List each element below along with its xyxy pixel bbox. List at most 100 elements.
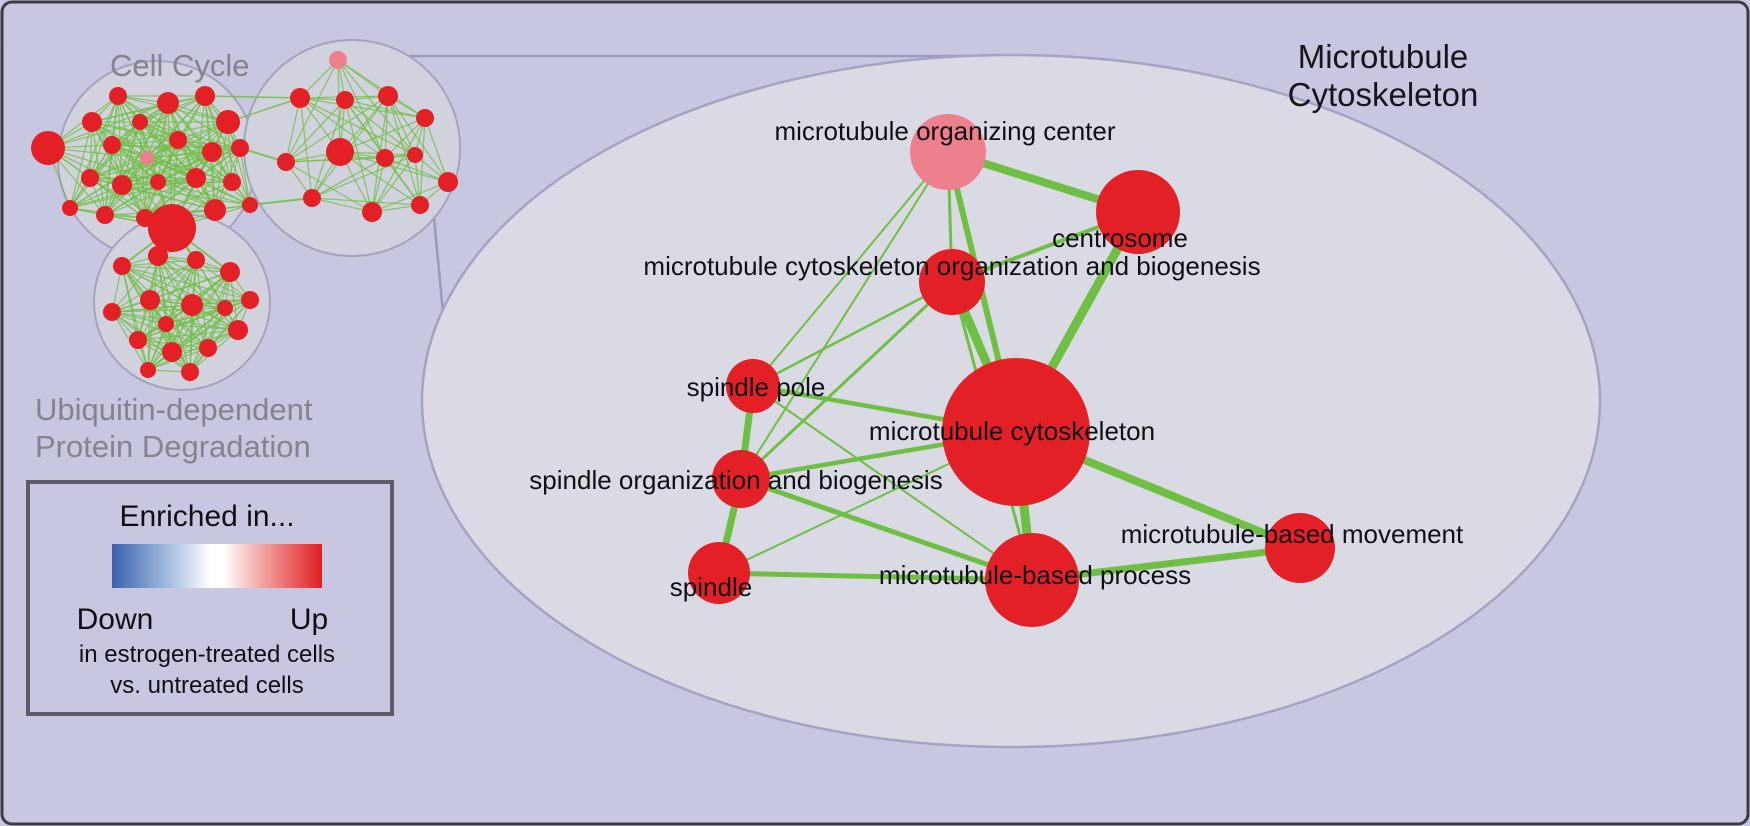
mini-edge xyxy=(111,121,229,146)
mini-node-microtubule[interactable] xyxy=(362,202,382,222)
mini-node-ubiquitin[interactable] xyxy=(129,331,147,349)
mini-node-ubiquitin[interactable] xyxy=(217,300,233,316)
node-centrosome[interactable] xyxy=(1096,170,1180,254)
mini-node-microtubule[interactable] xyxy=(438,172,458,192)
mini-edge xyxy=(177,139,233,183)
mini-node-microtubule[interactable] xyxy=(336,91,354,109)
mini-node-microtubule[interactable] xyxy=(326,138,354,166)
mini-edge xyxy=(344,99,373,213)
mini-node-cell_cycle[interactable] xyxy=(103,136,121,154)
mini-node-ubiquitin[interactable] xyxy=(228,320,248,340)
node-spindle[interactable] xyxy=(688,542,750,604)
mini-edge xyxy=(121,265,226,309)
mini-edge xyxy=(167,102,241,149)
mini-node-ubiquitin[interactable] xyxy=(187,251,205,269)
mini-edge xyxy=(89,139,179,179)
mini-node-cell_cycle[interactable] xyxy=(132,114,148,130)
node-mcob[interactable] xyxy=(919,249,985,315)
mini-node-cell_cycle[interactable] xyxy=(112,175,132,195)
mini-node-microtubule[interactable] xyxy=(277,153,295,171)
mini-edge xyxy=(89,177,146,219)
mini-edge xyxy=(111,144,213,153)
node-moc[interactable] xyxy=(910,114,986,190)
mini-node-cell_cycle[interactable] xyxy=(96,206,114,224)
mini-edge xyxy=(384,95,389,159)
mini-edge xyxy=(311,197,373,213)
mini-edge xyxy=(339,117,426,153)
mini-edge xyxy=(69,95,119,209)
mini-edge xyxy=(204,95,251,206)
mini-node-microtubule[interactable] xyxy=(376,149,394,167)
mini-node-microtubule[interactable] xyxy=(378,86,398,106)
node-mb_movement[interactable] xyxy=(1265,513,1335,583)
mini-node-ubiquitin[interactable] xyxy=(241,291,259,309)
mini-node-cell_cycle[interactable] xyxy=(82,112,102,132)
mini-node-cell_cycle[interactable] xyxy=(223,173,241,191)
mini-edge xyxy=(147,323,167,371)
mini-node-cell_cycle[interactable] xyxy=(169,131,187,149)
mini-edge xyxy=(311,157,386,199)
mini-node-cell_cycle[interactable] xyxy=(140,151,154,165)
mini-node-cell_cycle[interactable] xyxy=(216,110,240,134)
mini-node-ubiquitin[interactable] xyxy=(220,262,240,282)
mini-edge xyxy=(121,151,213,186)
edge-spindle_pole-mb_process xyxy=(752,385,1033,581)
mini-edge xyxy=(339,151,449,183)
mini-edge xyxy=(285,59,339,163)
node-spindle_pole[interactable] xyxy=(726,359,780,413)
mini-node-cell_cycle[interactable] xyxy=(62,200,78,216)
mini-node-microtubule[interactable] xyxy=(416,109,434,127)
mini-node-cell_cycle[interactable] xyxy=(204,199,226,221)
mini-node-microtubule[interactable] xyxy=(329,51,347,69)
mini-edge xyxy=(89,157,148,179)
node-spindle_org[interactable] xyxy=(712,450,770,508)
mini-node-ubiquitin[interactable] xyxy=(181,363,199,381)
mini-edge xyxy=(147,255,159,371)
mini-node-ubiquitin[interactable] xyxy=(162,342,182,362)
mini-node-cell_cycle[interactable] xyxy=(195,86,215,106)
mini-node-ubiquitin[interactable] xyxy=(103,303,121,321)
edge-moc-spindle_pole xyxy=(752,151,949,387)
mini-edge xyxy=(121,121,229,186)
edge-spindle_org-mb_process xyxy=(738,476,1035,583)
mini-node-microtubule[interactable] xyxy=(290,88,310,108)
mini-node-cell_cycle[interactable] xyxy=(157,92,179,114)
mini-node-cell_cycle[interactable] xyxy=(148,204,196,252)
node-mb_process[interactable] xyxy=(985,533,1079,627)
mini-node-ubiquitin[interactable] xyxy=(199,339,217,357)
mini-node-microtubule[interactable] xyxy=(407,147,423,163)
mini-edge xyxy=(371,117,426,213)
mini-node-cell_cycle[interactable] xyxy=(242,197,258,213)
mini-node-cell_cycle[interactable] xyxy=(31,131,65,165)
legend: Enriched in... Down Up in estrogen-treat… xyxy=(26,480,394,716)
mini-node-microtubule[interactable] xyxy=(303,189,321,207)
mini-node-cell_cycle[interactable] xyxy=(81,169,99,187)
mini-edge xyxy=(344,99,426,119)
mini-edge xyxy=(104,181,159,216)
mini-node-cell_cycle[interactable] xyxy=(231,139,249,157)
mini-node-microtubule[interactable] xyxy=(411,196,429,214)
mini-node-ubiquitin[interactable] xyxy=(148,246,168,266)
legend-caption-line2: vs. untreated cells xyxy=(110,672,303,699)
mini-edge xyxy=(157,255,251,301)
mini-node-cell_cycle[interactable] xyxy=(186,168,206,188)
main-network-labels: microtubule organizing centercentrosomem… xyxy=(529,116,1464,602)
mini-edge xyxy=(147,304,193,371)
node-mc[interactable] xyxy=(942,358,1090,506)
mini-edge xyxy=(89,151,213,179)
mini-node-ubiquitin[interactable] xyxy=(158,316,174,332)
mini-node-cell_cycle[interactable] xyxy=(109,87,127,105)
legend-box xyxy=(26,480,394,716)
mini-node-ubiquitin[interactable] xyxy=(113,257,131,275)
mini-node-ubiquitin[interactable] xyxy=(181,294,203,316)
mini-edge xyxy=(111,139,179,146)
node-label-centrosome: centrosome xyxy=(1052,223,1188,253)
mini-edge xyxy=(311,154,416,199)
mini-node-ubiquitin[interactable] xyxy=(140,362,156,378)
mini-node-cell_cycle[interactable] xyxy=(150,174,166,190)
mini-bridge-edge xyxy=(204,95,301,99)
mini-node-ubiquitin[interactable] xyxy=(140,290,160,310)
mini-node-cell_cycle[interactable] xyxy=(202,142,222,162)
